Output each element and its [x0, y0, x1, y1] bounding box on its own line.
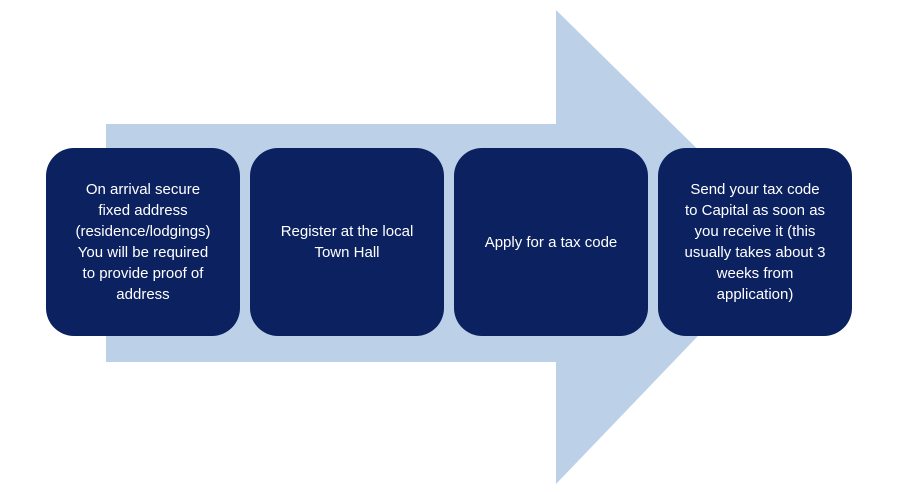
step-3-box: Apply for a tax code	[454, 148, 648, 336]
step-4-text: Send your tax code to Capital as soon as…	[684, 181, 826, 303]
step-4-box: Send your tax code to Capital as soon as…	[658, 148, 852, 336]
step-1-text: On arrival secure fixed address (residen…	[75, 181, 211, 303]
step-2-box: Register at the local Town Hall	[250, 148, 444, 336]
arrow-shape	[106, 10, 790, 484]
step-3-text: Apply for a tax code	[484, 233, 618, 251]
step-2-text: Register at the local Town Hall	[280, 223, 414, 261]
step-1-box: On arrival secure fixed address (residen…	[46, 148, 240, 336]
